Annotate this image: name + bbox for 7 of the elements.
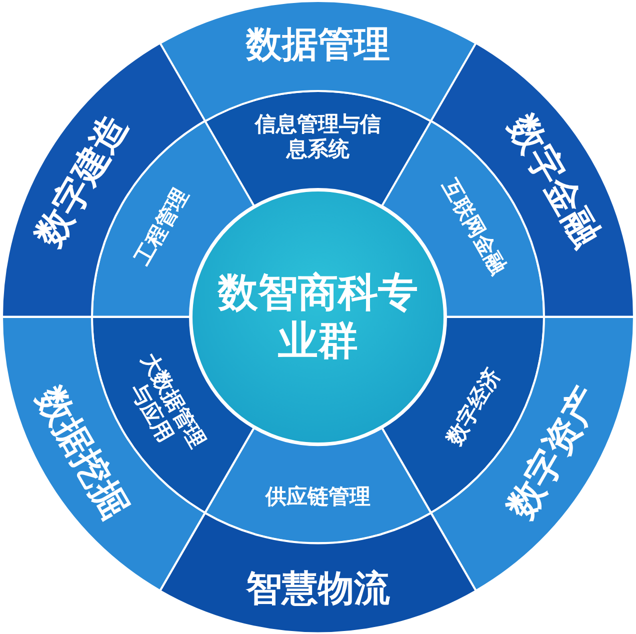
segment-label: 数据管理 (246, 23, 390, 67)
segment-label: 大数据管理与应用 (124, 348, 212, 454)
segment-label: 供应链管理 (266, 484, 370, 510)
segment-label: 工程管理 (130, 184, 194, 270)
center-title: 数智商科专业群 (218, 269, 418, 365)
segment-label: 信息管理与信息系统 (253, 112, 382, 162)
segment-label: 智慧物流 (246, 567, 390, 611)
